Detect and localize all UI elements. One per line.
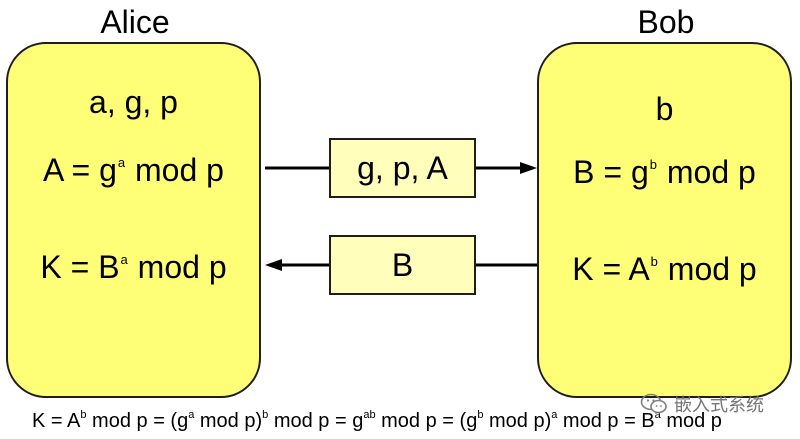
alice-title: Alice	[100, 4, 170, 40]
alice-eq2-mod: mod p	[128, 249, 227, 285]
footer-exp-5: b	[477, 409, 484, 421]
alice-box: a, g, p A = ga mod p K = Ba mod p	[6, 42, 261, 398]
footer-part-7: mod p = B	[557, 410, 655, 432]
footer-part-8: mod p	[660, 410, 722, 432]
footer-part-1: K = A	[32, 410, 81, 432]
key-derivation-footer: K = Ab mod p = (ga mod p)b mod p = gab m…	[32, 407, 722, 438]
alice-shared-key-equation: K = Ba mod p	[8, 247, 259, 294]
wechat-icon	[640, 393, 667, 414]
alice-eq1-base: A = g	[43, 152, 117, 188]
bob-public-key-equation: B = gb mod p	[539, 152, 790, 199]
footer-part-4: mod p = g	[268, 410, 364, 432]
footer-part-5: mod p = (g	[375, 410, 478, 432]
alice-eq1-mod: mod p	[126, 152, 224, 188]
bob-secret: b	[655, 91, 674, 127]
footer-part-6: mod p)	[483, 410, 552, 432]
bob-eq2-mod: mod p	[658, 251, 757, 287]
alice-eq1-exponent: a	[117, 155, 126, 170]
message-to-bob: g, p, A	[329, 138, 476, 198]
bob-title: Bob	[637, 4, 695, 40]
arrow-right-head	[520, 162, 537, 174]
footer-exp-1: b	[80, 409, 87, 421]
arrow-left-head	[265, 259, 282, 271]
message-to-alice: B	[329, 235, 476, 295]
bob-box: b B = gb mod p K = Ab mod p	[537, 42, 792, 398]
bob-shared-key-equation: K = Ab mod p	[539, 249, 790, 296]
footer-part-3: mod p)	[194, 410, 263, 432]
bob-eq1-exponent: b	[649, 157, 657, 172]
bob-eq2-exponent: b	[650, 254, 658, 269]
footer-exp-7: a	[654, 409, 661, 421]
alice-eq2-base: K = B	[40, 249, 120, 285]
bob-eq1-base: B = g	[573, 154, 649, 190]
bob-eq2-base: K = A	[572, 251, 650, 287]
watermark-text: 嵌入式系统	[674, 395, 764, 415]
alice-params: a, g, p	[89, 84, 178, 120]
alice-eq2-exponent: a	[120, 252, 128, 267]
watermark: 嵌入式系统	[640, 391, 764, 417]
bob-eq1-mod: mod p	[658, 154, 756, 190]
footer-exp-4: ab	[363, 409, 376, 421]
footer-exp-2: a	[188, 409, 195, 421]
footer-exp-6: a	[551, 409, 558, 421]
footer-exp-3: b	[262, 409, 269, 421]
footer-part-2: mod p = (g	[86, 410, 189, 432]
alice-public-key-equation: A = ga mod p	[8, 150, 259, 197]
